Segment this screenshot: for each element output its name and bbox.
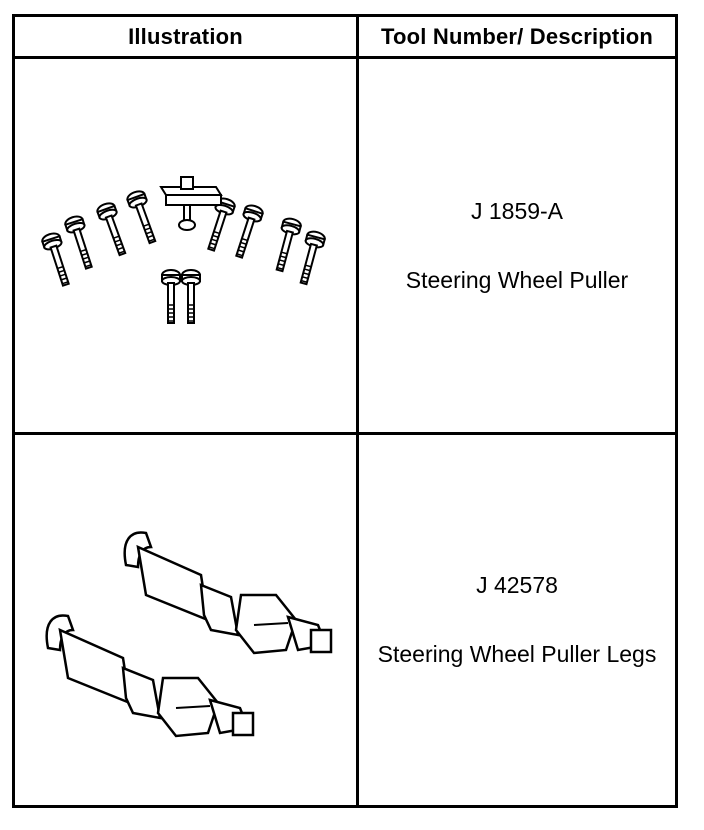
tool-description: Steering Wheel Puller Legs xyxy=(377,641,657,667)
illustration-cell-puller-legs xyxy=(15,435,359,805)
header-illustration-label: Illustration xyxy=(128,23,243,49)
description-cell-puller-legs: J 42578 Steering Wheel Puller Legs xyxy=(359,435,675,805)
header-tool-description-label: Tool Number/ Description xyxy=(380,23,654,49)
header-tool-description: Tool Number/ Description xyxy=(359,17,675,59)
tool-table: Illustration Tool Number/ Description xyxy=(12,14,678,808)
header-illustration: Illustration xyxy=(15,17,359,59)
puller-legs-icon xyxy=(45,531,332,738)
description-cell-puller: J 1859-A Steering Wheel Puller xyxy=(359,59,675,435)
tool-number: J 1859-A xyxy=(470,197,564,224)
illustration-cell-puller xyxy=(15,59,359,435)
steering-wheel-puller-kit-icon xyxy=(39,176,327,324)
tool-description: Steering Wheel Puller xyxy=(405,266,629,293)
tool-number: J 42578 xyxy=(476,572,558,598)
